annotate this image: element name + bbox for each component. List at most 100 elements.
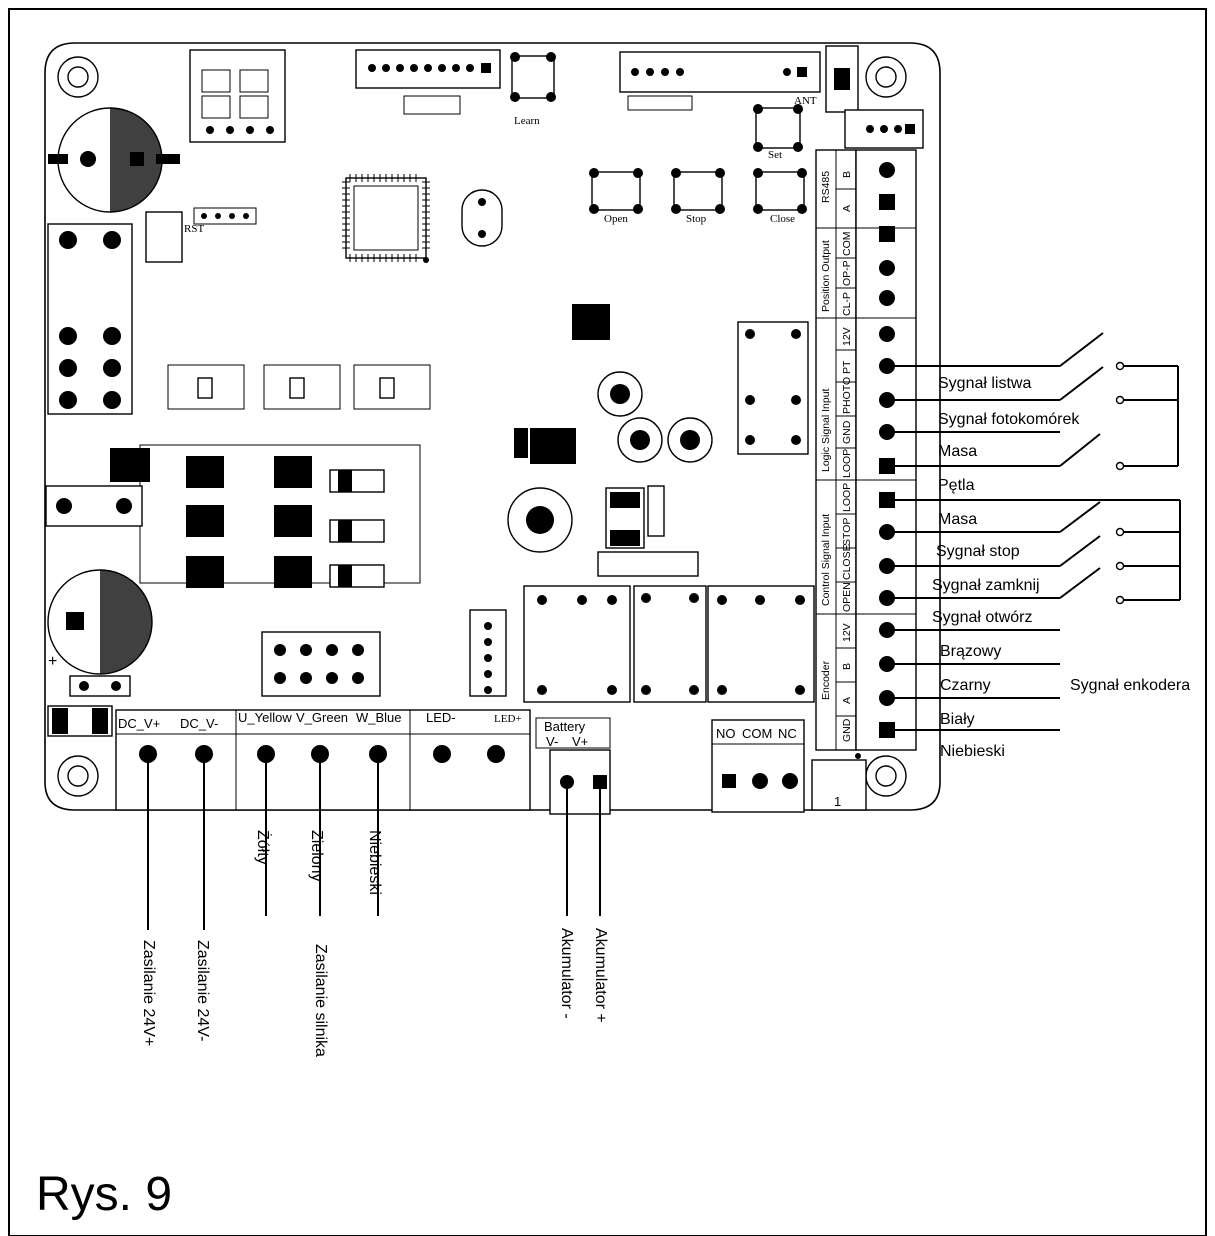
terminal-v-green: V_Green (296, 710, 348, 725)
power-terminal-strip: DC_V+ DC_V- U_Yellow V_Green W_Blue LED-… (115, 709, 531, 811)
relay-small-right (737, 321, 809, 455)
label-zasilanie-24v-plus: Zasilanie 24V+ (140, 940, 157, 1046)
relay-output-terminal: NO COM NC (711, 719, 805, 813)
terminal-nc: NC (778, 726, 797, 741)
label-akumulator-plus: Akumulator + (592, 928, 609, 1023)
label-zolty: Żółty (254, 830, 273, 865)
battery-plus-label: V+ (572, 734, 588, 749)
learn-button: Learn (510, 52, 556, 127)
capacitor-bottom-left: + (47, 569, 153, 697)
header-connector-top (355, 49, 501, 115)
set-label: Set (768, 149, 782, 161)
pin-logic-pt: PT (841, 360, 853, 374)
ant-label: ANT (794, 95, 817, 107)
stop-button: Stop (671, 168, 725, 225)
wiring-right (887, 332, 1181, 731)
group-label-encoder: Encoder (820, 660, 832, 700)
relay-bottom-3 (707, 585, 815, 703)
terminal-panel-right: RS485 Position Output Logic Signal Input… (815, 149, 917, 751)
label-sygnal-fotokomorek: Sygnał fotokomórek (938, 411, 1080, 428)
pin-encoder-a: A (841, 697, 853, 704)
header-8pin (261, 631, 381, 697)
label-czarny: Czarny (940, 677, 991, 694)
pin-control-close: CLOSE (841, 544, 853, 580)
terminal-no: NO (716, 726, 736, 741)
terminal-com: COM (742, 726, 772, 741)
terminal-u-yellow: U_Yellow (238, 710, 292, 725)
label-masa-logic: Masa (938, 443, 977, 460)
pin-encoder-b: B (841, 663, 853, 670)
label-petla: Pętla (938, 477, 975, 494)
bottom-labels: Zasilanie 24V+ Zasilanie 24V- Żółty Ziel… (140, 830, 609, 1057)
open-button: Open (589, 168, 643, 225)
label-brazowy: Brązowy (940, 643, 1001, 660)
terminal-dc-v-minus: DC_V- (180, 716, 218, 731)
group-label-logic: Logic Signal Input (820, 388, 832, 472)
microcontroller-chip (342, 174, 430, 263)
group-label-rs485: RS485 (820, 171, 832, 203)
outer-border (8, 8, 1207, 1236)
mounting-hole (865, 56, 907, 98)
pin-logic-gnd: GND (841, 420, 853, 444)
stop-label: Stop (686, 213, 707, 225)
battery-label: Battery (544, 719, 586, 734)
label-sygnal-listwa: Sygnał listwa (938, 375, 1031, 392)
label-niebieski-encoder: Niebieski (940, 743, 1005, 760)
power-entry-block (45, 485, 143, 527)
rst-button: RST (145, 207, 257, 263)
label-zasilanie-24v-minus: Zasilanie 24V- (194, 940, 211, 1041)
label-zasilanie-silnika: Zasilanie silnika (312, 944, 329, 1057)
label-sygnal-stop: Sygnał stop (936, 543, 1020, 560)
relay-bottom-1 (523, 585, 631, 703)
plus-marker: + (48, 653, 57, 670)
connector-one-mark: 1 (834, 794, 841, 809)
power-components (514, 304, 699, 577)
pin-logic-photo: PHOTO (841, 377, 853, 414)
label-bialy: Biały (940, 711, 975, 728)
antenna-connector: ANT (794, 45, 859, 113)
pin-control-stop: STOP (841, 518, 853, 546)
pin-logic-12v: 12V (841, 327, 853, 346)
mounting-hole (865, 755, 907, 797)
pin-rs485-a: A (841, 205, 853, 212)
label-sygnal-zamknij: Sygnał zamknij (932, 577, 1040, 594)
mosfet-bridge (110, 444, 421, 588)
terminal-dc-v-plus: DC_V+ (118, 716, 160, 731)
connector-one: 1 (811, 753, 867, 811)
mounting-hole (57, 56, 99, 98)
mounting-hole (57, 755, 99, 797)
label-masa-control: Masa (938, 511, 977, 528)
battery-minus-label: V- (546, 734, 558, 749)
group-label-control: Control Signal Input (820, 514, 832, 606)
pin-position-clp: CL-P (841, 292, 853, 316)
pin-control-open: OPEN (841, 582, 853, 612)
terminal-led-plus: LED+ (494, 713, 522, 725)
close-label: Close (770, 213, 795, 225)
set-button: Set (753, 104, 803, 161)
battery-terminal: Battery V- V+ (535, 717, 611, 815)
figure-label: Rys. 9 (36, 1168, 172, 1221)
fuse (47, 705, 113, 737)
right-top-connector (844, 109, 924, 149)
relay-bottom-2 (633, 585, 707, 703)
pin-encoder-12v: 12V (841, 623, 853, 642)
label-niebieski-motor: Niebieski (366, 830, 383, 895)
seven-segment-display (189, 49, 286, 143)
pin-position-com: COM (841, 232, 853, 257)
capacitors-center (507, 371, 713, 553)
group-label-position: Position Output (820, 240, 832, 312)
label-zielony: Zielony (308, 830, 325, 882)
pin-encoder-gnd: GND (841, 718, 853, 742)
header-connector-top-right (619, 51, 821, 111)
pin-logic-loop: LOOP (841, 449, 853, 478)
label-sygnal-otworz: Sygnał otwórz (932, 609, 1033, 626)
open-label: Open (604, 213, 628, 225)
driver-chips (167, 364, 431, 410)
header-5pin (469, 609, 507, 697)
learn-label: Learn (514, 115, 540, 127)
label-akumulator-minus: Akumulator - (558, 928, 575, 1019)
capacitor-top-left (48, 107, 180, 213)
label-sygnal-enkodera: Sygnał enkodera (1070, 677, 1190, 694)
wiring-bottom (147, 754, 601, 930)
